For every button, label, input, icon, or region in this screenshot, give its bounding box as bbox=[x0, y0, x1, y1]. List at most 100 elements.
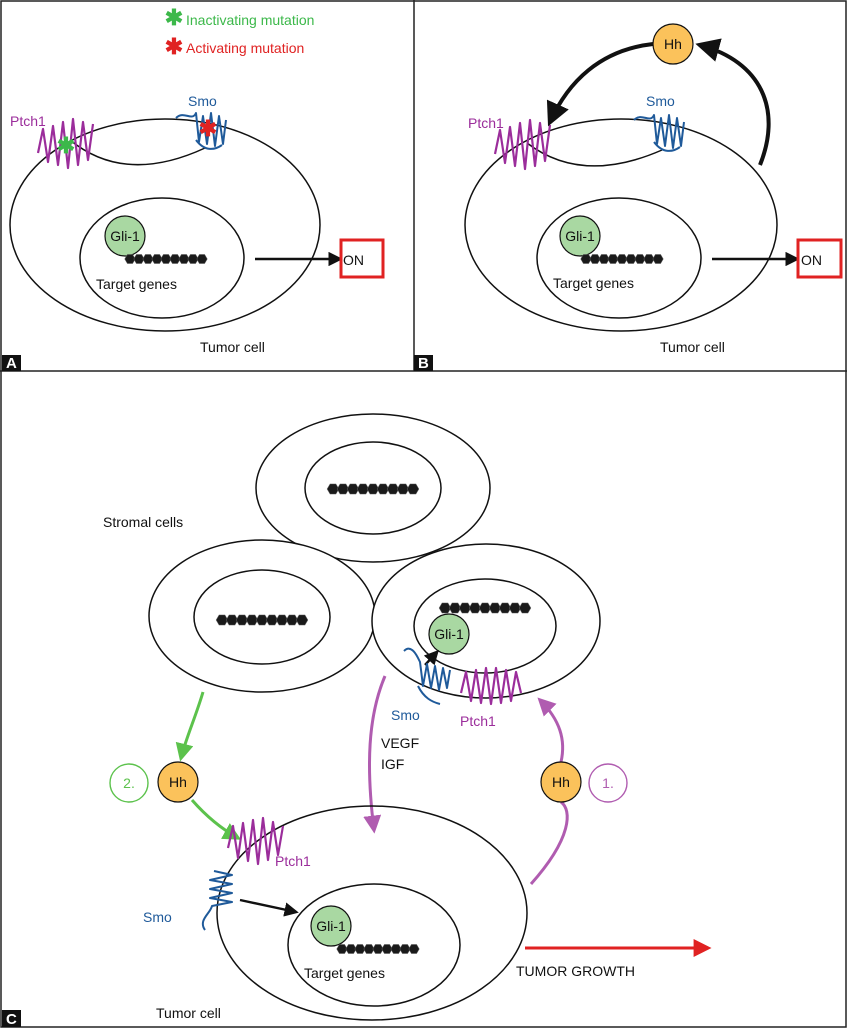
panel-c-tag: C bbox=[6, 1011, 17, 1028]
legend-inactivating: Inactivating mutation bbox=[186, 12, 314, 28]
internal-membrane-curve bbox=[69, 139, 206, 166]
hh-binding-arrow bbox=[546, 42, 654, 127]
smo-receptor bbox=[633, 114, 685, 152]
dna-segment bbox=[336, 483, 350, 495]
dna-segment bbox=[245, 614, 259, 626]
dna-segment bbox=[151, 254, 163, 264]
tumor-to-hh-arrow bbox=[529, 800, 569, 885]
dna-segment bbox=[356, 483, 370, 495]
dna-segment bbox=[354, 944, 366, 954]
tumor-ptch1-label: Ptch1 bbox=[275, 853, 311, 869]
pathway-1-marker bbox=[588, 763, 628, 803]
dna-segment bbox=[372, 944, 384, 954]
igf-label: IGF bbox=[381, 756, 404, 772]
tumor-cell-membrane bbox=[216, 805, 528, 1021]
dna-segment bbox=[625, 254, 637, 264]
hh-ligand-right bbox=[540, 761, 582, 803]
dna-segment bbox=[178, 254, 190, 264]
gli1-factor bbox=[104, 215, 146, 257]
gli1-label: Gli-1 bbox=[434, 626, 464, 642]
dna-segment bbox=[381, 944, 393, 954]
dna-segment bbox=[346, 483, 360, 495]
dna-segment bbox=[478, 602, 492, 614]
dna-segment bbox=[634, 254, 646, 264]
dna-segment bbox=[187, 254, 199, 264]
tumor-ptch1-receptor bbox=[226, 816, 285, 866]
dna-segment bbox=[336, 944, 348, 954]
panel-b-tag-box bbox=[414, 355, 433, 371]
dna-segment bbox=[408, 944, 420, 954]
dna-segment bbox=[406, 483, 420, 495]
dna-strand bbox=[215, 614, 309, 626]
dna-segment bbox=[468, 602, 482, 614]
dna-strand bbox=[336, 944, 420, 954]
gli1-label: Gli-1 bbox=[565, 228, 595, 244]
dna-segment bbox=[133, 254, 145, 264]
stromal-ptch1-receptor bbox=[459, 666, 523, 706]
dna-segment bbox=[607, 254, 619, 264]
gli1-factor bbox=[559, 215, 601, 257]
hh-ligand bbox=[652, 23, 694, 65]
tumor-cell-label: Tumor cell bbox=[660, 339, 725, 355]
dna-segment bbox=[652, 254, 664, 264]
stromal-nucleus-top bbox=[304, 441, 442, 535]
target-genes-label: Target genes bbox=[304, 965, 385, 981]
smo-to-gli-arrow bbox=[423, 649, 439, 666]
dna-segment bbox=[124, 254, 136, 264]
target-genes-label: Target genes bbox=[553, 275, 634, 291]
pathway-1-label: 1. bbox=[602, 775, 614, 791]
dna-segment bbox=[366, 483, 380, 495]
activating-mutation-marker: ✱ bbox=[199, 116, 217, 141]
dna-segment bbox=[589, 254, 601, 264]
dna-segment bbox=[160, 254, 172, 264]
stromal-cells-label: Stromal cells bbox=[103, 514, 183, 530]
target-genes-label: Target genes bbox=[96, 276, 177, 292]
dna-segment bbox=[225, 614, 239, 626]
dna-segment bbox=[169, 254, 181, 264]
panel-b-tag: B bbox=[418, 355, 429, 372]
tumor-growth-label: TUMOR GROWTH bbox=[516, 963, 635, 979]
dna-segment bbox=[196, 254, 208, 264]
tumor-cell-label: Tumor cell bbox=[156, 1005, 221, 1021]
internal-membrane-curve bbox=[526, 142, 663, 167]
vegf-label: VEGF bbox=[381, 735, 419, 751]
ptch1-receptor bbox=[36, 117, 95, 170]
hh-to-stroma-arrow bbox=[537, 697, 565, 763]
dna-segment bbox=[235, 614, 249, 626]
dna-segment bbox=[396, 483, 410, 495]
dna-segment bbox=[399, 944, 411, 954]
dna-segment bbox=[390, 944, 402, 954]
dna-segment bbox=[376, 483, 390, 495]
stromal-nucleus-left bbox=[193, 569, 331, 665]
tumor-cell-label: Tumor cell bbox=[200, 339, 265, 355]
panel-c: Stromal cells Gli-1 Smo Ptch1 VEGF IGF H… bbox=[2, 413, 712, 1028]
pathway-2-label: 2. bbox=[123, 775, 135, 791]
hh-secretion-arrow bbox=[695, 38, 771, 166]
panel-b: Ptch1 Smo Hh Gli-1 Target genes ON Tumor… bbox=[414, 23, 843, 372]
stromal-smo-label: Smo bbox=[391, 707, 420, 723]
on-label: ON bbox=[343, 252, 364, 268]
dna-strand bbox=[124, 254, 208, 264]
gli1-label: Gli-1 bbox=[110, 228, 140, 244]
dna-segment bbox=[448, 602, 462, 614]
dna-segment bbox=[363, 944, 375, 954]
stromal-smo-receptor bbox=[403, 647, 451, 705]
red-asterisk-icon: ✱ bbox=[165, 34, 183, 59]
tumor-cell-membrane bbox=[9, 118, 321, 332]
dna-segment bbox=[265, 614, 279, 626]
dna-segment bbox=[616, 254, 628, 264]
gli1-factor bbox=[310, 905, 352, 947]
on-box bbox=[339, 238, 385, 279]
smo-receptor bbox=[175, 112, 227, 150]
dna-strand bbox=[326, 483, 420, 495]
on-box bbox=[796, 238, 843, 279]
smo-label: Smo bbox=[188, 93, 217, 109]
dna-segment bbox=[508, 602, 522, 614]
dna-segment bbox=[142, 254, 154, 264]
panel-a-tag-box bbox=[2, 355, 21, 371]
nucleus bbox=[536, 197, 702, 319]
dna-segment bbox=[438, 602, 452, 614]
panel-a: ✱ Inactivating mutation ✱ Activating mut… bbox=[2, 5, 385, 372]
gli1-label: Gli-1 bbox=[316, 918, 346, 934]
tumor-smo-label: Smo bbox=[143, 909, 172, 925]
